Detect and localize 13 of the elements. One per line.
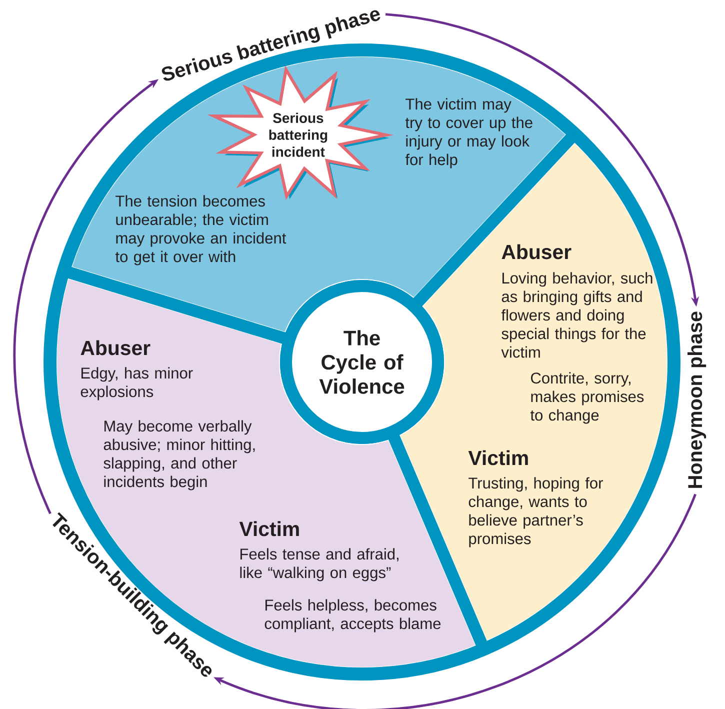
description-text: Feels tense and afraid, like “walking on eggs”	[240, 548, 398, 582]
heading: Victim	[239, 521, 299, 536]
description-text: Edgy, has minor explosions	[80, 367, 193, 400]
description-text: Feels helpless, becomes compliant, accepts blame	[264, 599, 441, 632]
description-text: Trusting, hoping for change, wants to believe partner’s promises	[468, 477, 603, 548]
description-text: Contrite, sorry, makes promises to change	[530, 372, 644, 424]
description-text: Loving behavior, such as bringing gifts and flowers and doing special things for the victim	[501, 272, 652, 358]
heading: Abuser	[502, 244, 572, 260]
description-text: May become verbally abusive; minor hitting, slapping, and other incidents begin	[104, 420, 255, 490]
phase-label: Honeymoon phase	[688, 312, 706, 488]
heading: Victim	[468, 450, 528, 466]
heading: Abuser	[80, 340, 150, 356]
description-text: The victim may try to cover up the injury or may look for help	[405, 98, 532, 168]
